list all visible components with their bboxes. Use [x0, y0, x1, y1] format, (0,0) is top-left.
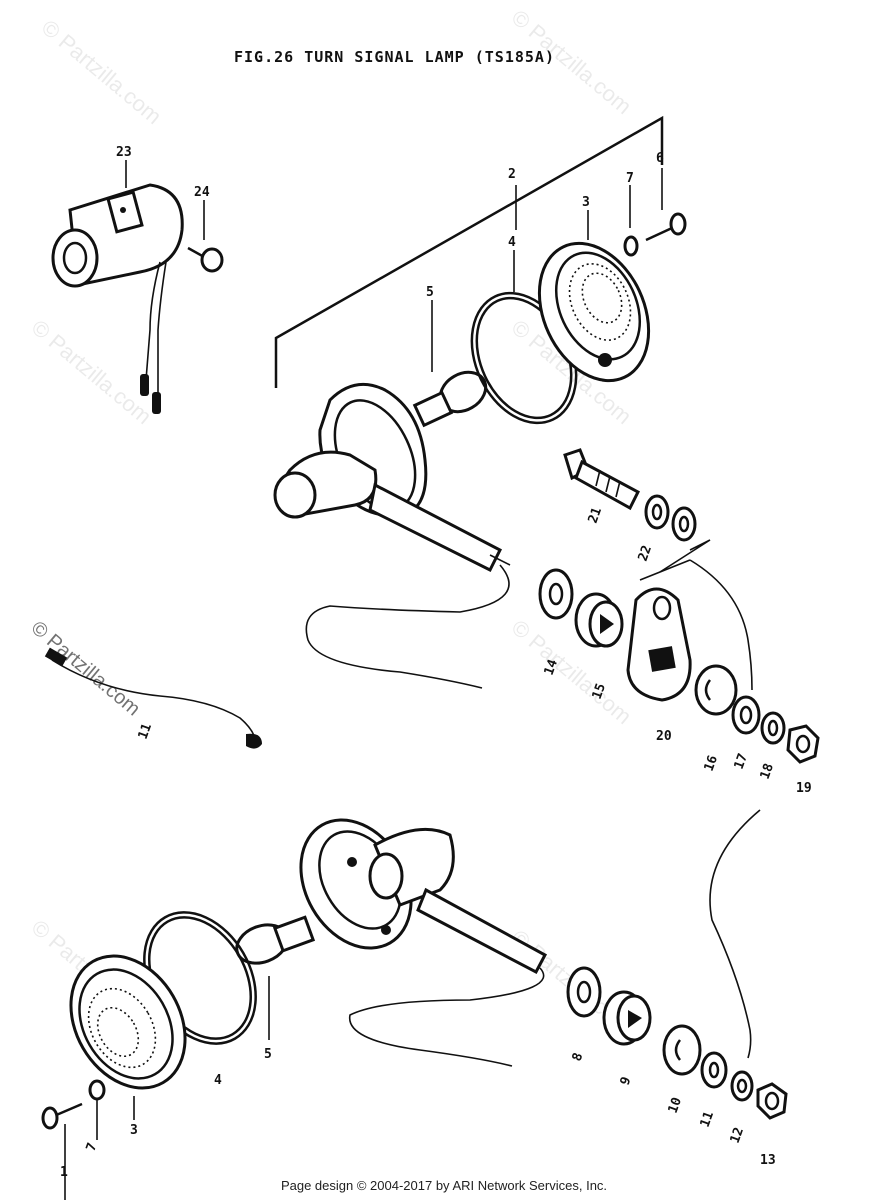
- watermark: © Partzilla.com: [27, 617, 144, 720]
- callout-10: 10: [666, 1095, 686, 1115]
- callout-7-lower: 7: [84, 1141, 101, 1153]
- part-16-grommet: [694, 664, 738, 716]
- callout-20: 20: [656, 729, 672, 744]
- watermark: © Partzilla.com: [27, 315, 157, 429]
- callout-2: 2: [508, 167, 516, 182]
- callout-19: 19: [796, 781, 812, 796]
- callout-5: 5: [426, 285, 434, 300]
- callout-12: 12: [728, 1126, 747, 1146]
- watermark: © Partzilla.com: [507, 5, 637, 119]
- callout-3-lower: 3: [130, 1123, 138, 1138]
- part-18-lock-washer: [760, 711, 786, 745]
- callout-3: 3: [582, 195, 590, 210]
- part-10-grommet: [662, 1024, 702, 1076]
- part-19-nut: [786, 724, 820, 764]
- part-1-screw-lower: [41, 1102, 83, 1200]
- callout-16: 16: [702, 753, 722, 773]
- page-footer: Page design © 2004-2017 by ARI Network S…: [280, 1178, 608, 1193]
- upper-wire-harness: [305, 564, 510, 689]
- part-5-bulb-upper: [412, 300, 488, 428]
- part-3-lens-lower: [69, 954, 187, 1120]
- part-14-washer: [538, 568, 574, 620]
- part-3-lens-upper: [537, 210, 651, 383]
- callout-6: 6: [656, 151, 664, 166]
- part-8-washer: [566, 966, 602, 1018]
- part-17-washer: [731, 695, 761, 735]
- callout-8: 8: [570, 1051, 587, 1064]
- part-5-bulb-lower: [235, 915, 316, 1040]
- callout-4-lower: 4: [214, 1073, 222, 1088]
- part-13-nut: [756, 1082, 788, 1120]
- part-11-wire-lead: [44, 647, 262, 749]
- part-22-washers: [644, 494, 711, 573]
- part-24-screw: [187, 200, 224, 273]
- upper-right-wire: [689, 559, 753, 691]
- callout-15: 15: [590, 682, 609, 702]
- callout-23: 23: [116, 145, 132, 160]
- upper-lamp-housing: [273, 382, 511, 573]
- callout-4: 4: [508, 235, 516, 250]
- part-6-screw-upper: [645, 168, 687, 242]
- callout-21: 21: [586, 505, 606, 525]
- lower-wire-harness: [349, 809, 761, 1067]
- part-15-grommet: [574, 592, 624, 648]
- part-7-washer-lower: [88, 1079, 106, 1140]
- callout-1-lower: 1: [60, 1165, 68, 1180]
- part-23-flasher-relay: [51, 160, 184, 414]
- callout-11: 11: [698, 1109, 718, 1129]
- callout-11-wire: 11: [136, 721, 156, 741]
- callout-18: 18: [758, 761, 778, 781]
- lower-lamp-housing: [299, 818, 548, 975]
- callout-24: 24: [194, 185, 210, 200]
- callout-22: 22: [636, 544, 655, 564]
- callout-labels: 2 3 4 5 6 7 23 24 21 22 14 15 20 16 17 1…: [60, 145, 812, 1180]
- part-11-washer: [700, 1051, 728, 1089]
- callout-17: 17: [732, 752, 751, 772]
- part-2-assembly-bracket: [274, 115, 664, 388]
- callout-13: 13: [760, 1153, 776, 1168]
- callout-5-lower: 5: [264, 1047, 272, 1062]
- part-9-grommet: [602, 990, 652, 1046]
- callout-14: 14: [542, 657, 562, 677]
- callout-7: 7: [626, 171, 634, 186]
- part-21-bolt: [563, 448, 640, 511]
- figure-title: FIG.26 TURN SIGNAL LAMP (TS185A): [234, 48, 555, 66]
- part-20-mounting-plate: [626, 559, 692, 702]
- part-7-washer-upper: [623, 185, 639, 257]
- part-12-lock-washer: [730, 1070, 754, 1102]
- callout-9: 9: [618, 1075, 635, 1087]
- watermark: © Partzilla.com: [37, 15, 167, 129]
